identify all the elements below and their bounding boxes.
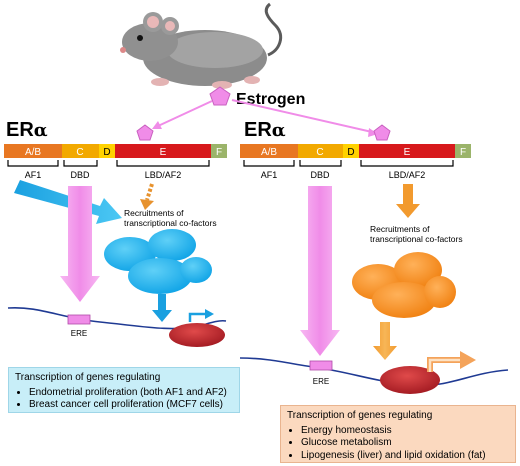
left-cofactor-down-arrow [152,294,172,322]
right-title-alpha: α [272,120,286,141]
left-outcome-box: Transcription of genes regulating Endome… [8,367,240,413]
estrogen-label: Estrogen [236,91,305,108]
left-af1-bracket [7,160,59,167]
right-ere-box [309,360,333,371]
estrogen-to-left-arrow [157,100,213,127]
right-dbd-label: DBD [310,170,330,180]
right-domain-f-label: F [460,147,466,158]
left-domain-e [115,144,211,158]
right-outcome-item: Lipogenesis (liver) and lipid oxidation … [301,450,509,463]
ligand-left-icon [136,124,154,141]
right-domain-d-label: D [347,147,354,158]
left-lbd-dashed-arrow [145,183,154,201]
right-ere-label: ERE [313,377,329,386]
right-cofactor-down-arrow [373,322,397,360]
right-panel: ERα A/B C D E F AF1 DBD LBD/AF2 Recruitm… [239,119,509,394]
left-domain-c-label: C [76,147,83,158]
left-lbd-bracket [116,160,210,167]
right-domain-ab-label: A/B [261,147,277,158]
mouse-eye [137,35,143,41]
left-cofactor-label-1: Recruitments of [124,208,184,218]
left-ere-box [67,314,91,325]
right-domain-d [343,144,359,158]
left-dna-strand [7,306,227,330]
right-domain-c-label: C [316,147,323,158]
right-af1-label: AF1 [261,170,278,180]
left-af1-label: AF1 [25,170,42,180]
left-cofactor-label-2: transcriptional co-factors [124,218,217,228]
left-panel: ERα A/B C D E F AF1 DBD LBD/AF2 Recruitm… [4,119,227,347]
right-transcription-factor [380,366,440,394]
left-outcome-item: Breast cancer cell proliferation (MCF7 c… [29,399,233,412]
left-domain-f [211,144,227,158]
right-domain-e-label: E [404,147,411,158]
right-outcome-item: Glucose metabolism [301,437,509,450]
right-cofactor-label-1: Recruitments of [370,224,430,234]
right-domain-c [298,144,343,158]
left-transcription-start-arrow [188,312,206,322]
left-outcome-item: Endometrial proliferation (both AF1 and … [29,387,233,400]
left-domain-ab-label: A/B [25,147,41,158]
mouse-illustration [120,2,283,89]
mouse-tail [264,2,283,57]
left-dbd-pink-arrow [60,186,100,302]
right-cofactor-label-2: transcriptional co-factors [370,234,463,244]
left-dbd-bracket [63,160,98,167]
left-domain-f-label: F [216,147,222,158]
left-domain-d-label: D [103,147,110,158]
estrogen-pentagon-icon [209,86,231,106]
left-outcome-title: Transcription of genes regulating [15,372,161,383]
left-cofactor-complex [104,229,212,294]
left-lbd-label: LBD/AF2 [145,170,182,180]
right-transcription-start-arrow [427,357,462,372]
right-lbd-bracket [360,160,454,167]
left-domain-c [62,144,99,158]
right-outcome-title: Transcription of genes regulating [287,410,433,421]
right-af1-bracket [243,160,295,167]
right-title-er: ER [244,119,272,141]
right-domain-e [359,144,455,158]
left-title-alpha: α [34,120,48,141]
left-domain-d [99,144,115,158]
right-lbd-label: LBD/AF2 [389,170,426,180]
right-dbd-pink-arrow [300,186,340,356]
right-dbd-bracket [299,160,342,167]
left-transcription-factor [169,323,225,347]
right-outcome-box: Transcription of genes regulating Energy… [280,405,516,463]
right-outcome-item: Energy homeostasis [301,425,509,438]
right-lbd-orange-arrow [396,184,420,218]
left-title-er: ER [6,119,34,141]
right-outcome-list: Energy homeostasis Glucose metabolism Li… [287,425,509,463]
left-dbd-label: DBD [70,170,90,180]
right-cofactor-complex [352,252,456,318]
svg-text:ERα: ERα [6,119,48,141]
svg-text:ERα: ERα [244,119,286,141]
left-outcome-list: Endometrial proliferation (both AF1 and … [15,387,233,412]
right-domain-f [455,144,471,158]
left-domain-e-label: E [160,147,167,158]
mouse-paw [151,78,169,86]
ligand-right-icon [373,124,391,141]
mouse-nose [120,47,126,53]
right-domain-ab [240,144,298,158]
left-domain-ab [4,144,62,158]
left-ere-label: ERE [71,329,87,338]
right-dna-strand [239,357,509,387]
estrogen-to-right-arrow [231,99,373,133]
